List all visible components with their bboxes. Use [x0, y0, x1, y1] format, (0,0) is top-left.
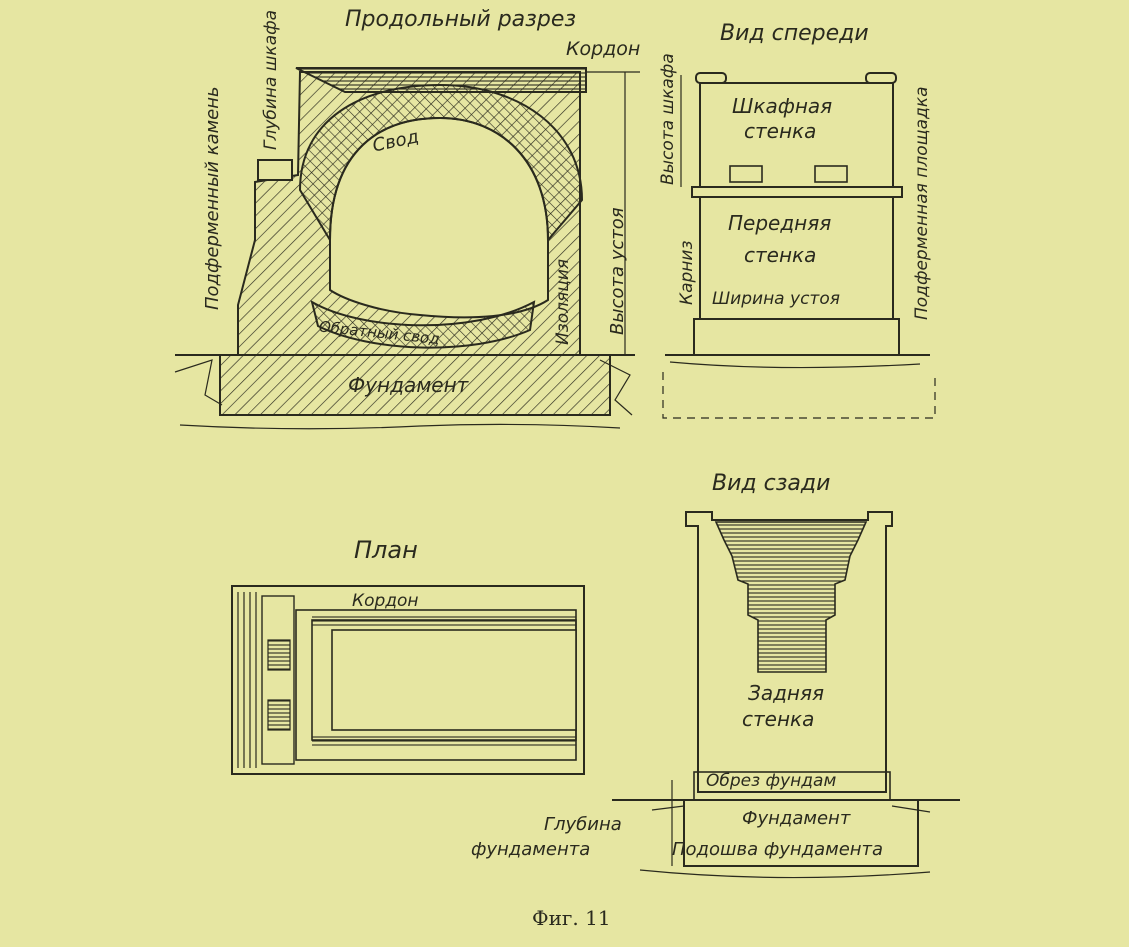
- plan-bearing-zone: [261, 595, 295, 765]
- rear-foundation-label: Фундамент: [742, 808, 851, 829]
- cordon-label: Кордон: [566, 38, 640, 60]
- soil-marks: [174, 359, 633, 430]
- plan-view: План Кордон: [231, 536, 585, 775]
- vault-arch: [298, 83, 584, 244]
- foundation-depth-label-2: фундамента: [471, 839, 590, 860]
- left-bearing-block: [729, 165, 763, 183]
- plan-bearing-bottom: [267, 699, 291, 731]
- foundation-depth-label-1: Глубина: [544, 814, 622, 835]
- front-title: Вид спереди: [720, 21, 869, 46]
- plan-title: План: [354, 536, 418, 564]
- plan-bottom-hatch: [312, 736, 576, 748]
- cabinet-depth-label: Глубина шкафа: [261, 10, 281, 150]
- left-bearing-pad: [695, 72, 727, 84]
- section-foundation-label: Фундамент: [348, 373, 470, 397]
- foundation-base-label: Подошва фундамента: [672, 839, 883, 860]
- front-view: Вид спереди Шкафная стенка Высота шкафа …: [658, 21, 936, 419]
- figure-caption: Фиг. 11: [532, 906, 611, 930]
- rear-wall-outline: [685, 511, 893, 793]
- cabinet-wall-label-2: стенка: [744, 119, 816, 143]
- front-wall-label-2: стенка: [744, 243, 816, 267]
- rear-foundation: [683, 799, 919, 867]
- rear-title: Вид сзади: [712, 471, 830, 496]
- plan-bearing-top: [267, 639, 291, 671]
- plan-top-hatch: [312, 614, 576, 626]
- cabinet-height-label: Высота шкафа: [658, 53, 678, 185]
- rear-wall-label-2: стенка: [742, 707, 814, 731]
- cornice-label: Карниз: [677, 241, 697, 305]
- longitudinal-section: Продольный разрез Кордон Глубина шкафа П…: [174, 7, 640, 430]
- cordon-slab: [295, 67, 587, 93]
- rear-stepped-profile: [714, 521, 868, 673]
- plan-opening: [331, 629, 577, 731]
- bearing-platform-label: Подферменная площадка: [912, 86, 932, 320]
- bearing-stone-label: Подферменный камень: [202, 86, 223, 310]
- front-footing: [693, 318, 900, 356]
- front-wall-label-1: Передняя: [728, 211, 831, 235]
- abutment-height-label: Высота устоя: [607, 207, 628, 335]
- plan-outline: [231, 585, 585, 775]
- rear-view: Вид сзади Задняя стенка Обрез фундам Глу…: [471, 471, 960, 879]
- rear-wall-label-1: Задняя: [748, 681, 824, 705]
- front-soil-marks: [669, 361, 921, 369]
- right-bearing-pad: [865, 72, 897, 84]
- section-title: Продольный разрез: [345, 7, 576, 32]
- plan-left-steps: [237, 592, 257, 768]
- footing-edge-label: Обрез фундам: [706, 771, 836, 791]
- cornice-band: [691, 186, 903, 198]
- plan-cordon-label: Кордон: [352, 591, 419, 611]
- front-foundation-dashed: [662, 372, 936, 419]
- insulation-label: Изоляция: [553, 259, 573, 345]
- right-bearing-block: [814, 165, 848, 183]
- inverted-vault: [310, 299, 536, 349]
- abutment-width-label: Ширина устоя: [712, 289, 840, 309]
- rear-soil-marks: [639, 805, 931, 879]
- cabinet-wall-label-1: Шкафная: [732, 94, 832, 118]
- foundation-block: [219, 354, 611, 416]
- bearing-stone-block: [257, 159, 293, 181]
